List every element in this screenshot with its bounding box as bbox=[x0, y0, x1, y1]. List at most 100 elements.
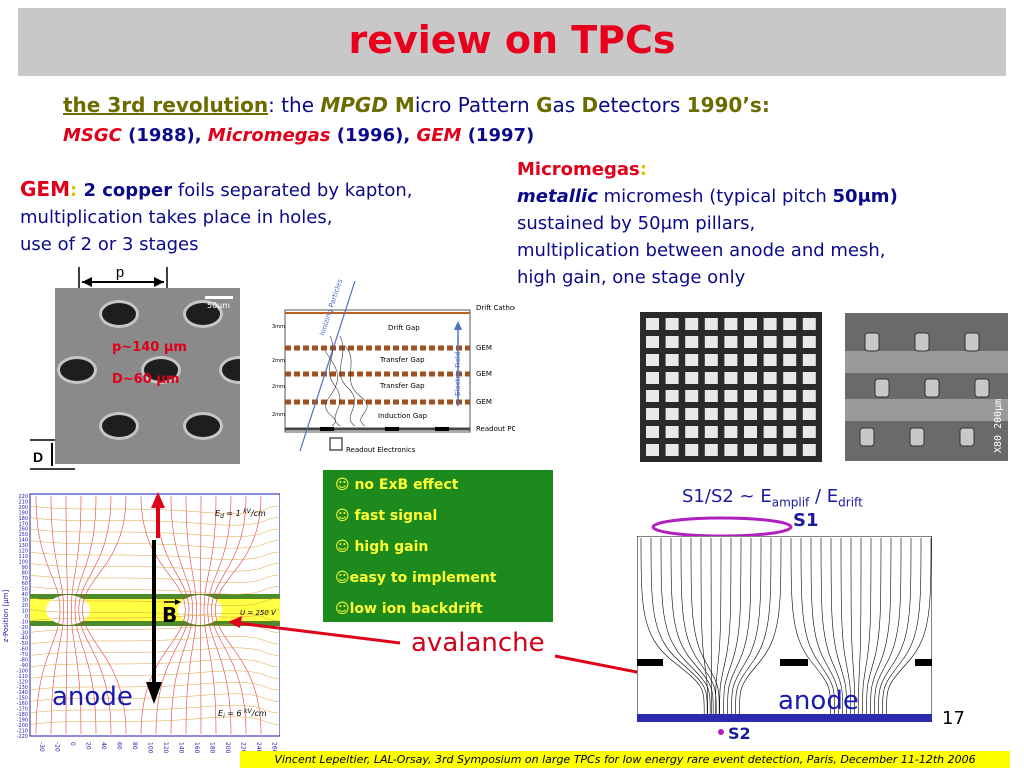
mesh-cell bbox=[783, 426, 797, 438]
mm-field-line bbox=[735, 537, 772, 715]
feature-item: ☺ fast signal bbox=[335, 508, 438, 524]
mm-field-line bbox=[870, 537, 892, 715]
y-tick-label: -130 bbox=[17, 685, 28, 691]
mesh-cell bbox=[665, 336, 679, 348]
y-tick-label: 170 bbox=[18, 521, 28, 527]
y-tick-label: -100 bbox=[17, 668, 28, 674]
y-tick-label: 30 bbox=[22, 598, 28, 604]
equipotential-line bbox=[29, 586, 280, 595]
drift-cathode-label: Drift Cathode bbox=[476, 304, 515, 312]
mesh-cell bbox=[724, 354, 738, 366]
x-tick-label: 60 bbox=[116, 742, 123, 750]
mesh-cell bbox=[665, 318, 679, 330]
intro-year-mm: (1996), bbox=[330, 125, 417, 146]
mesh-cell bbox=[685, 426, 699, 438]
y-tick-label: 190 bbox=[18, 510, 28, 516]
mesh-cell bbox=[763, 390, 777, 402]
y-tick-label: -50 bbox=[20, 641, 28, 647]
s2-label: S2 bbox=[728, 724, 751, 743]
y-tick-label: -150 bbox=[17, 696, 28, 702]
field-line bbox=[185, 495, 197, 735]
mesh-cell bbox=[763, 354, 777, 366]
y-tick-label: -70 bbox=[20, 652, 28, 658]
x-tick-label: 120 bbox=[162, 742, 169, 754]
x-tick-label: -20 bbox=[54, 742, 61, 752]
gem-scale: 50μm bbox=[207, 301, 231, 310]
field-line bbox=[65, 495, 68, 735]
mm-field-line bbox=[882, 537, 922, 715]
mesh-cell bbox=[783, 354, 797, 366]
dim-3: 2mm bbox=[272, 384, 285, 390]
mm-field-line bbox=[858, 537, 862, 715]
field-line bbox=[155, 495, 190, 735]
pillars-scale: X80 200μm bbox=[993, 399, 1004, 453]
mm-field-line bbox=[640, 537, 705, 715]
readout-electronics-label: Readout Electronics bbox=[346, 446, 416, 454]
mesh-cell bbox=[783, 372, 797, 384]
intro-gem: GEM bbox=[416, 125, 462, 146]
mesh-cell bbox=[802, 390, 816, 402]
y-tick-label: 0 bbox=[25, 614, 28, 620]
micromegas-description: Micromegas: metallic micromesh (typical … bbox=[517, 156, 898, 291]
x-tick-label: 220 bbox=[240, 742, 247, 754]
equipotential-line bbox=[29, 540, 280, 549]
y-tick-label: 60 bbox=[22, 581, 28, 587]
field-line bbox=[82, 495, 127, 735]
footer: Vincent Lepeltier, LAL-Orsay, 3rd Sympos… bbox=[240, 751, 1010, 768]
x-tick-label: 200 bbox=[224, 742, 231, 754]
field-line bbox=[170, 495, 194, 735]
dim-4: 2mm bbox=[272, 412, 285, 418]
gem2-label: GEM bbox=[476, 370, 492, 378]
mm-pitch: 50μm) bbox=[832, 186, 898, 207]
y-tick-label: -210 bbox=[17, 728, 28, 734]
mesh-cell bbox=[685, 354, 699, 366]
mesh-cell bbox=[744, 354, 757, 366]
mesh-cell bbox=[665, 408, 679, 420]
equipotential-line bbox=[29, 528, 280, 537]
transfer-gap-2-label: Transfer Gap bbox=[379, 382, 425, 390]
mesh-cell bbox=[724, 444, 738, 456]
equipotential-line bbox=[29, 670, 280, 679]
mm-field-line bbox=[680, 537, 717, 715]
y-tick-label: 80 bbox=[22, 570, 28, 576]
mm-field-line bbox=[660, 537, 711, 715]
y-tick-label: 90 bbox=[22, 565, 28, 571]
mm-colon: : bbox=[639, 159, 647, 180]
intro-line-2: MSGC (1988), Micromegas (1996), GEM (199… bbox=[63, 122, 534, 149]
intro-msgc: MSGC bbox=[63, 125, 122, 146]
mesh-cell bbox=[802, 318, 816, 330]
x-tick-label: 180 bbox=[209, 742, 216, 754]
intro-line-1: the 3rd revolution: the MPGD Micro Patte… bbox=[63, 92, 770, 119]
mesh-cell bbox=[646, 426, 659, 438]
mesh-cell bbox=[685, 372, 699, 384]
y-tick-label: 210 bbox=[18, 499, 28, 505]
equipotential-line bbox=[29, 597, 280, 606]
x-tick-label: 140 bbox=[178, 742, 185, 754]
mesh-cell bbox=[665, 390, 679, 402]
gem3-label: GEM bbox=[476, 398, 492, 406]
mm-field-line bbox=[800, 537, 835, 715]
y-tick-label: 10 bbox=[22, 608, 28, 614]
y-tick-label: 120 bbox=[18, 549, 28, 555]
equipotential-line bbox=[29, 505, 280, 514]
mesh-cell bbox=[763, 444, 777, 456]
field-line bbox=[50, 495, 65, 735]
anode-right-label: anode bbox=[778, 686, 859, 716]
y-tick-label: -170 bbox=[17, 707, 28, 713]
gem-count: 2 bbox=[77, 180, 103, 201]
mesh-cell bbox=[763, 408, 777, 420]
avalanche-label: avalanche bbox=[411, 628, 545, 658]
mm-line2: sustained by 50μm pillars, bbox=[517, 213, 756, 234]
mesh-cell bbox=[763, 426, 777, 438]
readout-pcb-label: Readout PCB bbox=[476, 425, 515, 433]
mm-field-line bbox=[727, 537, 752, 715]
equipotential-line bbox=[29, 682, 280, 691]
mesh-cell bbox=[665, 426, 679, 438]
title-bar: review on TPCs bbox=[18, 8, 1006, 76]
y-tick-label: 70 bbox=[22, 576, 28, 582]
x-tick-label: 80 bbox=[131, 742, 138, 750]
mesh-cell bbox=[704, 318, 718, 330]
intro-as: as bbox=[552, 93, 582, 117]
mm-line4: high gain, one stage only bbox=[517, 267, 746, 288]
field-line bbox=[35, 495, 61, 735]
